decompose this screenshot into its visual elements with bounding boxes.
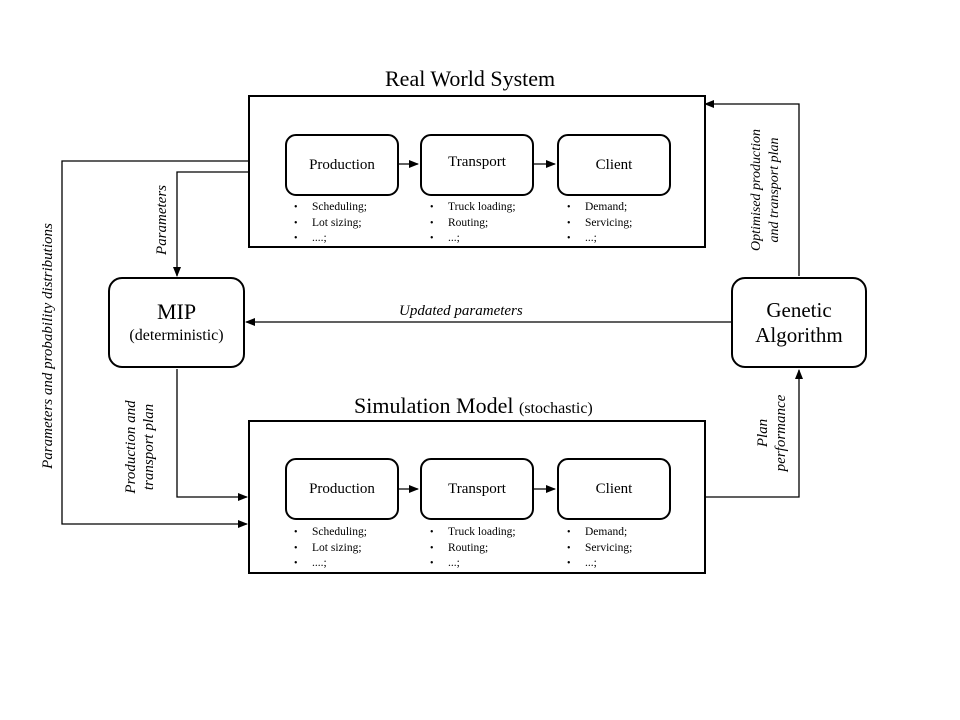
list-item: Lot sizing; bbox=[294, 541, 367, 557]
arrow-parameters-distributions bbox=[61, 160, 249, 528]
parameters-distributions-label: Parameters and probability distributions bbox=[40, 223, 56, 469]
plan-performance-line2: performance bbox=[773, 394, 789, 472]
list-item: ....; bbox=[294, 556, 367, 572]
list-item: ...; bbox=[430, 231, 516, 247]
real-world-client-label: Client bbox=[595, 156, 633, 173]
list-item: ...; bbox=[567, 231, 632, 247]
simulation-production-label: Production bbox=[309, 480, 375, 497]
simulation-title: Simulation Model (stochastic) bbox=[354, 393, 593, 419]
real-world-client: Client bbox=[557, 134, 671, 196]
real-world-production: Production bbox=[285, 134, 399, 196]
real-world-production-label: Production bbox=[309, 156, 375, 173]
real-world-transport-label: Transport bbox=[448, 153, 506, 170]
simulation-model bbox=[248, 420, 706, 574]
parameters-label: Parameters bbox=[154, 185, 170, 255]
simulation-client-label: Client bbox=[595, 480, 633, 497]
list-item: Demand; bbox=[567, 200, 632, 216]
simulation-production-list: Scheduling; Lot sizing; ....; bbox=[294, 525, 367, 572]
arrow-parameters bbox=[173, 171, 249, 277]
real-world-system bbox=[248, 95, 706, 248]
genetic-algorithm-box: Genetic Algorithm bbox=[731, 277, 867, 368]
list-item: Routing; bbox=[430, 541, 516, 557]
mip-title: MIP bbox=[156, 299, 197, 325]
production-plan-line1: Production and bbox=[123, 400, 139, 494]
real-world-client-list: Demand; Servicing; ...; bbox=[567, 200, 632, 247]
list-item: Routing; bbox=[430, 216, 516, 232]
arrow-production-plan bbox=[176, 369, 248, 501]
list-item: Servicing; bbox=[567, 541, 632, 557]
updated-parameters-label: Updated parameters bbox=[399, 303, 523, 319]
simulation-client-list: Demand; Servicing; ...; bbox=[567, 525, 632, 572]
list-item: Demand; bbox=[567, 525, 632, 541]
simulation-transport-label: Transport bbox=[448, 480, 506, 497]
real-world-transport: Transport bbox=[420, 134, 534, 196]
real-world-title: Real World System bbox=[385, 66, 556, 91]
list-item: Servicing; bbox=[567, 216, 632, 232]
list-item: ...; bbox=[430, 556, 516, 572]
plan-performance-line1: Plan bbox=[755, 418, 771, 448]
plan-performance-label: Plan performance bbox=[754, 395, 790, 472]
list-item: Lot sizing; bbox=[294, 216, 367, 232]
simulation-transport-list: Truck loading; Routing; ...; bbox=[430, 525, 516, 572]
production-plan-label: Production and transport plan bbox=[122, 400, 158, 493]
simulation-subtitle: (stochastic) bbox=[519, 400, 593, 417]
list-item: Truck loading; bbox=[430, 525, 516, 541]
simulation-transport: Transport bbox=[420, 458, 534, 520]
real-world-production-list: Scheduling; Lot sizing; ....; bbox=[294, 200, 367, 247]
simulation-title-main: Simulation Model bbox=[354, 393, 514, 418]
arrow-plan-performance bbox=[705, 369, 803, 498]
optimised-plan-line1: Optimised production bbox=[749, 129, 764, 251]
list-item: Scheduling; bbox=[294, 525, 367, 541]
mip-subtitle: (deterministic) bbox=[129, 327, 224, 345]
list-item: ...; bbox=[567, 556, 632, 572]
simulation-client: Client bbox=[557, 458, 671, 520]
ga-line2: Algorithm bbox=[755, 322, 843, 347]
production-plan-line2: transport plan bbox=[141, 403, 157, 491]
optimised-plan-line2: and transport plan bbox=[767, 137, 782, 243]
arrow-optimised-plan bbox=[704, 100, 800, 276]
ga-line1: Genetic bbox=[766, 298, 832, 323]
list-item: ....; bbox=[294, 231, 367, 247]
optimised-plan-label: Optimised production and transport plan bbox=[748, 129, 784, 251]
real-world-transport-list: Truck loading; Routing; ...; bbox=[430, 200, 516, 247]
list-item: Truck loading; bbox=[430, 200, 516, 216]
mip-box: MIP (deterministic) bbox=[108, 277, 245, 368]
list-item: Scheduling; bbox=[294, 200, 367, 216]
simulation-production: Production bbox=[285, 458, 399, 520]
